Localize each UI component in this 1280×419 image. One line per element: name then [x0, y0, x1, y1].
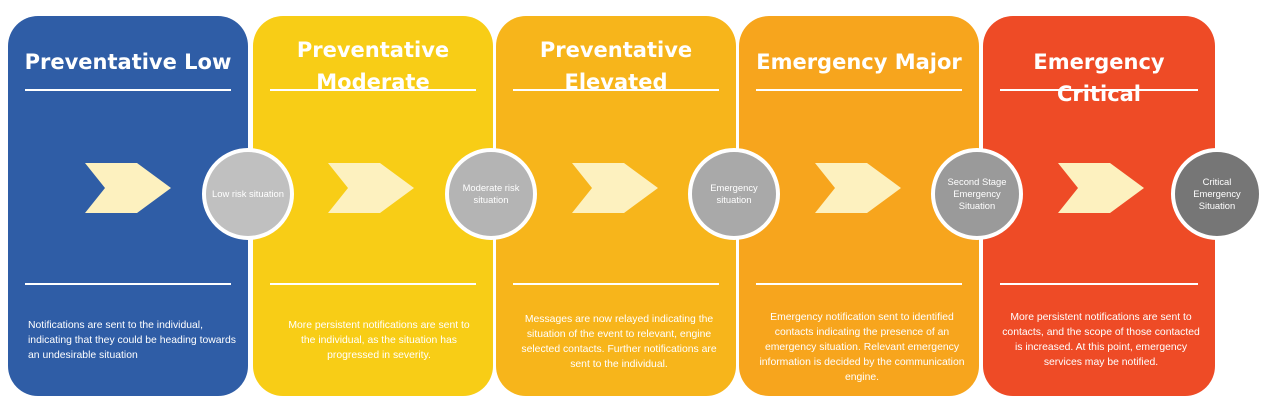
bottom-divider	[513, 283, 719, 285]
stage-title: Preventative Low	[8, 46, 248, 78]
bottom-divider	[756, 283, 962, 285]
circle-label: Moderate risk situation	[462, 182, 520, 205]
circle-label: Emergency situation	[710, 182, 758, 205]
situation-circle-low-risk: Low risk situation	[202, 148, 294, 240]
bottom-divider	[25, 283, 231, 285]
stage-description: Emergency notification sent to identifie…	[759, 312, 965, 383]
stage-description: More persistent notifications are sent t…	[1002, 312, 1200, 368]
arrow-right-icon	[328, 163, 414, 213]
arrow-right-icon	[1058, 163, 1144, 213]
stage-title-line: Preventative	[539, 38, 693, 62]
arrow-right-icon	[572, 163, 658, 213]
arrow-right-icon	[815, 163, 901, 213]
stage-title-line: Emergency Major	[756, 50, 962, 74]
stage-title: Emergency Critical	[983, 46, 1215, 110]
stage-card-preventative-elevated: Preventative Elevated Messages are now r…	[496, 16, 736, 396]
stage-description: Messages are now relayed indicating the …	[521, 314, 717, 370]
bottom-divider	[270, 283, 476, 285]
top-divider	[756, 89, 962, 91]
top-divider	[1000, 89, 1198, 91]
arrow-right-icon	[85, 163, 171, 213]
situation-circle-second-stage-emergency: Second Stage Emergency Situation	[931, 148, 1023, 240]
top-divider	[270, 89, 476, 91]
stage-title: Emergency Major	[739, 46, 979, 78]
situation-circle-moderate-risk: Moderate risk situation	[445, 148, 537, 240]
bottom-divider	[1000, 283, 1198, 285]
stage-description: More persistent notifications are sent t…	[288, 320, 470, 361]
circle-label: Second Stage Emergency Situation	[947, 176, 1007, 211]
circle-label: Low risk situation	[212, 188, 284, 199]
stage-title-line: Preventative	[296, 38, 450, 62]
stage-title-line: Preventative Low	[24, 50, 232, 74]
top-divider	[25, 89, 231, 91]
top-divider	[513, 89, 719, 91]
situation-circle-critical-emergency: Critical Emergency Situation	[1171, 148, 1263, 240]
stage-description: Notifications are sent to the individual…	[28, 320, 236, 361]
stage-title-line: Emergency Critical	[1033, 50, 1165, 106]
circle-label: Critical Emergency Situation	[1193, 176, 1241, 211]
situation-circle-emergency: Emergency situation	[688, 148, 780, 240]
